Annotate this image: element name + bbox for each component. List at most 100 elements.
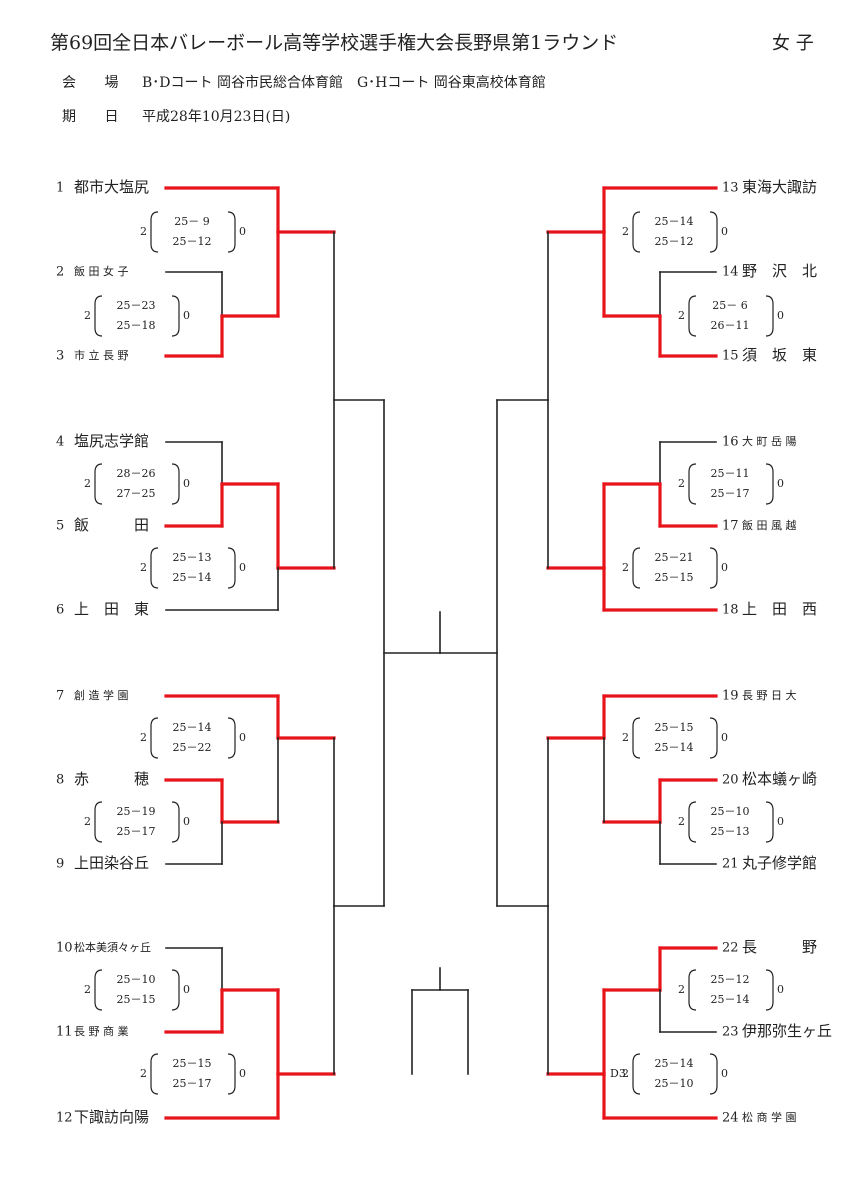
match-8-right-bracket bbox=[227, 1053, 236, 1095]
match-15-right-bracket bbox=[765, 969, 774, 1011]
team-8-number: 8 bbox=[56, 773, 64, 788]
match-10-sets-right: 0 bbox=[777, 309, 784, 322]
match-7-left-bracket bbox=[94, 969, 103, 1011]
match-6-right-bracket bbox=[171, 801, 180, 843]
match-3-set1-score: 28－26 bbox=[117, 467, 156, 480]
team-6-name: 上 田 東 bbox=[74, 600, 149, 618]
match-14-sets-right: 0 bbox=[777, 815, 784, 828]
match-10-set2-score: 26－11 bbox=[711, 319, 750, 332]
match-12-right-bracket bbox=[709, 547, 718, 589]
team-9-number: 9 bbox=[56, 857, 64, 872]
match-12-set1-score: 25－21 bbox=[655, 551, 694, 564]
team-9-name: 上田染谷丘 bbox=[74, 854, 149, 872]
match-10-sets-left: 2 bbox=[678, 309, 685, 322]
match-3-set2-score: 27－25 bbox=[117, 487, 156, 500]
match-1-right-bracket bbox=[227, 211, 236, 253]
team-6-number: 6 bbox=[56, 603, 64, 618]
team-23-number: 23 bbox=[722, 1025, 739, 1040]
match-6-left-bracket bbox=[94, 801, 103, 843]
bracket-lines bbox=[164, 186, 718, 1120]
match-6-set1-score: 25－19 bbox=[117, 805, 156, 818]
match-13-sets-right: 0 bbox=[721, 731, 728, 744]
match-3-right-bracket bbox=[171, 463, 180, 505]
match-13-left-bracket bbox=[632, 717, 641, 759]
team-21-name: 丸子修学館 bbox=[742, 854, 817, 872]
match-16-right-bracket bbox=[709, 1053, 718, 1095]
match-9-left-bracket bbox=[632, 211, 641, 253]
match-4-sets-left: 2 bbox=[140, 561, 147, 574]
court-note-label: D3 bbox=[610, 1067, 626, 1080]
match-2-right-bracket bbox=[171, 295, 180, 337]
match-5-sets-left: 2 bbox=[140, 731, 147, 744]
team-22-name: 長 野 bbox=[742, 938, 817, 956]
team-12-number: 12 bbox=[56, 1111, 73, 1126]
match-5-set2-score: 25－22 bbox=[173, 741, 212, 754]
match-14-left-bracket bbox=[688, 801, 697, 843]
match-11-sets-left: 2 bbox=[678, 477, 685, 490]
match-9-sets-left: 2 bbox=[622, 225, 629, 238]
team-20-number: 20 bbox=[722, 773, 739, 788]
team-23-name: 伊那弥生ヶ丘 bbox=[742, 1022, 832, 1040]
team-7-name: 創 造 学 園 bbox=[74, 688, 129, 702]
match-16-sets-right: 0 bbox=[721, 1067, 728, 1080]
team-4-number: 4 bbox=[56, 435, 64, 450]
match-13-set1-score: 25－15 bbox=[655, 721, 694, 734]
team-7-number: 7 bbox=[56, 689, 64, 704]
team-10-name: 松本美須々ヶ丘 bbox=[74, 940, 151, 954]
match-15-sets-right: 0 bbox=[777, 983, 784, 996]
match-9-sets-right: 0 bbox=[721, 225, 728, 238]
match-1-left-bracket bbox=[150, 211, 159, 253]
match-15-set1-score: 25－12 bbox=[711, 973, 750, 986]
match-2-left-bracket bbox=[94, 295, 103, 337]
match-6-set2-score: 25－17 bbox=[117, 825, 156, 838]
team-16-number: 16 bbox=[722, 435, 739, 450]
date-label: 期 日 bbox=[62, 109, 131, 125]
match-9-set1-score: 25－14 bbox=[655, 215, 694, 228]
match-14-set1-score: 25－10 bbox=[711, 805, 750, 818]
team-24-number: 24 bbox=[722, 1111, 739, 1126]
team-24-name: 松 商 学 園 bbox=[742, 1110, 797, 1124]
match-4-sets-right: 0 bbox=[239, 561, 246, 574]
team-13-name: 東海大諏訪 bbox=[742, 178, 817, 196]
match-16-set2-score: 25－10 bbox=[655, 1077, 694, 1090]
match-9-set2-score: 25－12 bbox=[655, 235, 694, 248]
team-20-name: 松本蟻ヶ崎 bbox=[742, 770, 817, 788]
team-22-number: 22 bbox=[722, 941, 739, 956]
match-11-sets-right: 0 bbox=[777, 477, 784, 490]
match-8-left-bracket bbox=[150, 1053, 159, 1095]
team-1-name: 都市大塩尻 bbox=[74, 178, 149, 196]
match-4-set1-score: 25－13 bbox=[173, 551, 212, 564]
match-12-sets-right: 0 bbox=[721, 561, 728, 574]
team-8-name: 赤 穂 bbox=[74, 770, 149, 788]
match-14-right-bracket bbox=[765, 801, 774, 843]
team-18-name: 上 田 西 bbox=[742, 600, 817, 618]
match-11-set2-score: 25－17 bbox=[711, 487, 750, 500]
match-2-set1-score: 25－23 bbox=[117, 299, 156, 312]
match-16-left-bracket bbox=[632, 1053, 641, 1095]
team-17-number: 17 bbox=[722, 519, 739, 534]
team-2-name: 飯 田 女 子 bbox=[74, 264, 129, 278]
team-19-name: 長 野 日 大 bbox=[742, 688, 797, 702]
team-15-number: 15 bbox=[722, 349, 739, 364]
match-3-left-bracket bbox=[94, 463, 103, 505]
match-5-set1-score: 25－14 bbox=[173, 721, 212, 734]
match-2-sets-left: 2 bbox=[84, 309, 91, 322]
match-10-set1-score: 25－ 6 bbox=[712, 299, 748, 312]
match-6-sets-right: 0 bbox=[183, 815, 190, 828]
match-4-right-bracket bbox=[227, 547, 236, 589]
team-1-number: 1 bbox=[56, 181, 64, 196]
match-3-sets-right: 0 bbox=[183, 477, 190, 490]
team-13-number: 13 bbox=[722, 181, 739, 196]
match-8-set2-score: 25－17 bbox=[173, 1077, 212, 1090]
match-13-right-bracket bbox=[709, 717, 718, 759]
match-12-left-bracket bbox=[632, 547, 641, 589]
match-7-sets-left: 2 bbox=[84, 983, 91, 996]
match-16-set1-score: 25－14 bbox=[655, 1057, 694, 1070]
match-11-right-bracket bbox=[765, 463, 774, 505]
page-title: 第69回全日本バレーボール高等学校選手権大会長野県第1ラウンド bbox=[50, 32, 619, 54]
match-7-sets-right: 0 bbox=[183, 983, 190, 996]
team-17-name: 飯 田 風 越 bbox=[742, 518, 797, 532]
team-3-name: 市 立 長 野 bbox=[74, 348, 129, 362]
match-10-right-bracket bbox=[765, 295, 774, 337]
